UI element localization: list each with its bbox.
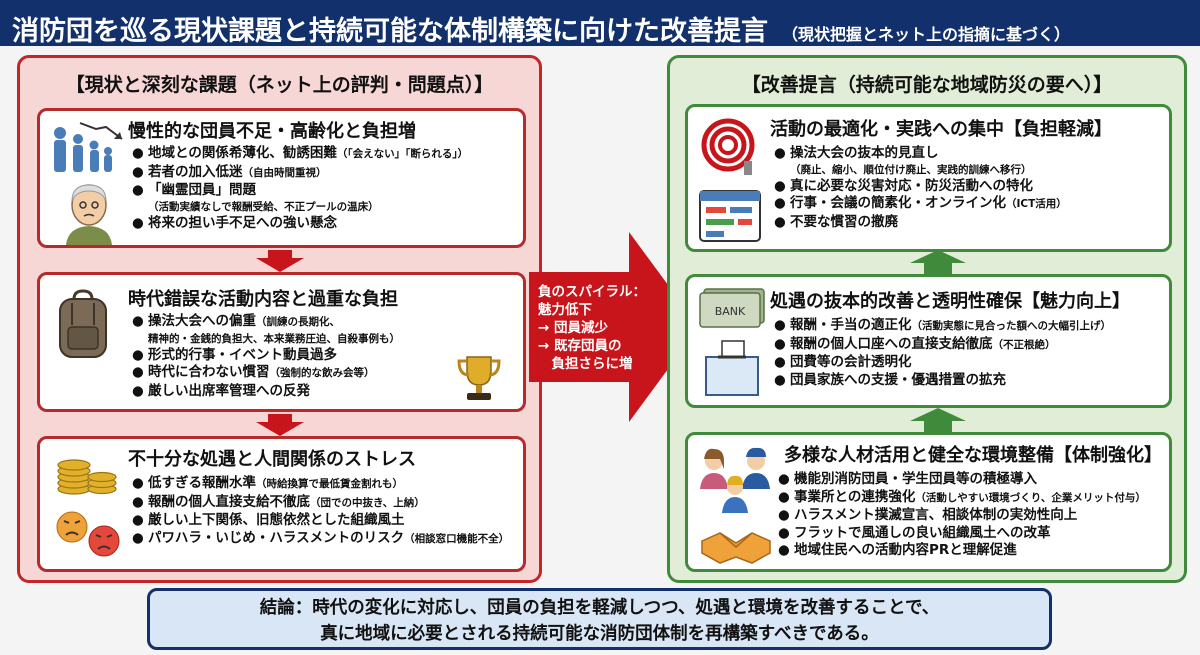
list-item-sub: 精神的・金銭的負担大、本来業務圧迫、自殺事例も） xyxy=(148,332,400,345)
coins-and-angry-faces-icon xyxy=(56,459,120,557)
list-item: ●報酬の個人直接支給不徹底（団での中抜き、上納） xyxy=(132,493,425,510)
page-subtitle: （現状把握とネット上の指摘に基づく） xyxy=(782,25,1071,44)
list-item: ●操法大会への偏重（訓練の長期化、 xyxy=(132,313,340,329)
problem-box-shortage: 慢性的な団員不足・高齢化と負担増 ●地域との関係希薄化、勧誘困難（「会えない」「… xyxy=(37,108,526,248)
list-item-sub: （廃止、縮小、順位付け廃止、実践的訓練へ移行） xyxy=(790,163,1032,176)
bank-card-icon: BANK xyxy=(699,288,765,328)
proposal-box-treatment: BANK 処遇の抜本的改善と透明性確保【魅力向上】 ●報酬・手当の適正化（活動実… xyxy=(685,274,1172,408)
proposal-list: ●機能別消防団員・学生団員等の積極導入 ●事業所との連携強化（活動しやすい環境づ… xyxy=(778,471,1146,560)
problem-box-title: 時代錯誤な活動内容と過重な負担 xyxy=(128,289,398,310)
down-arrow-icon xyxy=(256,250,304,272)
list-item: ●事業所との連携強化（活動しやすい環境づくり、企業メリット付与） xyxy=(778,488,1146,505)
list-item: ●形式的行事・イベント動員過多 xyxy=(132,346,337,363)
backpack-icon xyxy=(59,289,107,358)
list-item: ●ハラスメント撲滅宣言、相談体制の実効性向上 xyxy=(778,507,1078,523)
list-item-sub: （活動実績なしで報酬受給、不正プールの温床） xyxy=(148,200,379,213)
diverse-people-icon xyxy=(700,447,770,513)
up-arrow-icon xyxy=(910,250,966,274)
elderly-member-icon xyxy=(66,184,112,245)
schedule-calendar-icon xyxy=(699,190,761,242)
conclusion-box: 結論：時代の変化に対応し、団員の負担を軽減しつつ、処遇と環境を改善することで、 … xyxy=(147,588,1052,650)
list-item: ●「幽霊団員」問題 xyxy=(132,182,256,198)
ballot-box-icon xyxy=(705,340,759,396)
up-arrow-icon xyxy=(910,408,966,432)
page-title: 消防団を巡る現状課題と持続可能な体制構築に向けた改善提言 xyxy=(12,16,768,46)
list-item: ●報酬の個人口座への直接支給徹底（不正根絶） xyxy=(774,335,1056,352)
problem-box-title: 慢性的な団員不足・高齢化と負担増 xyxy=(128,121,416,142)
negative-spiral-arrow xyxy=(529,232,699,422)
problem-box-burden: 時代錯誤な活動内容と過重な負担 ●操法大会への偏重（訓練の長期化、 精神的・金銭… xyxy=(37,272,526,412)
problems-panel: 【現状と深刻な課題（ネット上の評判・問題点）】 慢性的な団員不足・高齢化と負担増… xyxy=(17,55,542,583)
proposal-box-title: 多様な人材活用と健全な環境整備【体制強化】 xyxy=(784,445,1162,466)
declining-members-icon xyxy=(54,122,123,172)
problems-heading: 【現状と深刻な課題（ネット上の評判・問題点）】 xyxy=(65,74,494,96)
problem-list: ●低すぎる報酬水準（時給換算で最低賃金割れも） ●報酬の個人直接支給不徹底（団で… xyxy=(132,475,509,548)
problem-list: ●操法大会への偏重（訓練の長期化、 精神的・金銭的負担大、本来業務圧迫、自殺事例… xyxy=(132,313,400,400)
list-item: ●報酬・手当の適正化（活動実態に見合った額への大幅引上げ） xyxy=(774,317,1111,333)
fire-hose-icon xyxy=(701,118,755,175)
problem-box-treatment: 不十分な処遇と人間関係のストレス ●低すぎる報酬水準（時給換算で最低賃金割れも）… xyxy=(37,436,526,572)
list-item: ●真に必要な災害対応・防災活動への特化 xyxy=(774,177,1033,194)
proposal-box-title: 処遇の抜本的改善と透明性確保【魅力向上】 xyxy=(770,291,1130,312)
list-item: ●時代に合わない慣習（強制的な飲み会等） xyxy=(132,364,375,380)
list-item: ●団員家族への支援・優遇措置の拡充 xyxy=(774,371,1006,388)
proposal-box-diversity: 多様な人材活用と健全な環境整備【体制強化】 ●機能別消防団員・学生団員等の積極導… xyxy=(685,432,1172,572)
list-item: ●地域との関係希薄化、勧誘困難（「会えない」「断られる」） xyxy=(132,145,469,161)
problem-list: ●地域との関係希薄化、勧誘困難（「会えない」「断られる」） ●若者の加入低迷（自… xyxy=(132,145,468,232)
list-item: ●低すぎる報酬水準（時給換算で最低賃金割れも） xyxy=(132,475,403,491)
trophy-icon xyxy=(457,356,501,400)
list-item: ●操法大会の抜本的見直し xyxy=(774,145,939,161)
list-item: ●行事・会議の簡素化・オンライン化（ICT活用） xyxy=(774,195,1067,211)
conclusion-line-2: 真に地域に必要とされる持続可能な消防団体制を再構築すべきである。 xyxy=(320,624,879,644)
down-arrow-icon xyxy=(256,414,304,436)
proposal-list: ●報酬・手当の適正化（活動実態に見合った額への大幅引上げ） ●報酬の個人口座への… xyxy=(774,317,1111,389)
list-item: ●厳しい上下関係、旧態依然とした組織風土 xyxy=(132,512,405,528)
proposal-box-optimization: 活動の最適化・実践への集中【負担軽減】 ●操法大会の抜本的見直し （廃止、縮小、… xyxy=(685,104,1172,252)
bank-label: BANK xyxy=(715,305,746,318)
handshake-icon xyxy=(701,532,771,564)
list-item: ●フラットで風通しの良い組織風土への改革 xyxy=(778,524,1051,541)
proposals-heading: 【改善提言（持続可能な地域防災の要へ）】 xyxy=(741,74,1113,96)
list-item: ●若者の加入低迷（自由時間重視） xyxy=(132,163,327,180)
list-item: ●機能別消防団員・学生団員等の積極導入 xyxy=(778,471,1037,487)
list-item: ●地域住民への活動内容PRと理解促進 xyxy=(778,542,1017,558)
problem-box-title: 不十分な処遇と人間関係のストレス xyxy=(128,449,416,470)
header-bar: 消防団を巡る現状課題と持続可能な体制構築に向けた改善提言 （現状把握とネット上の… xyxy=(0,0,1200,46)
list-item: ●団費等の会計透明化 xyxy=(774,354,912,370)
proposals-panel: 【改善提言（持続可能な地域防災の要へ）】 活動の最適化・実践への集中【負担軽減】… xyxy=(667,55,1187,583)
list-item: ●不要な慣習の撤廃 xyxy=(774,213,898,230)
proposal-list: ●操法大会の抜本的見直し （廃止、縮小、順位付け廃止、実践的訓練へ移行） ●真に… xyxy=(774,145,1067,231)
list-item: ●パワハラ・いじめ・ハラスメントのリスク（相談窓口機能不全） xyxy=(132,529,510,546)
proposal-box-title: 活動の最適化・実践への集中【負担軽減】 xyxy=(770,119,1112,140)
conclusion-line-1: 結論：時代の変化に対応し、団員の負担を軽減しつつ、処遇と環境を改善することで、 xyxy=(259,598,940,618)
list-item: ●厳しい出席率管理への反発 xyxy=(132,382,310,399)
negative-spiral-text: 負のスパイラル： 魅力低下 → 団員減少 → 既存団員の 負担さらに増 xyxy=(538,284,646,372)
list-item: ●将来の担い手不足への強い懸念 xyxy=(132,214,337,231)
